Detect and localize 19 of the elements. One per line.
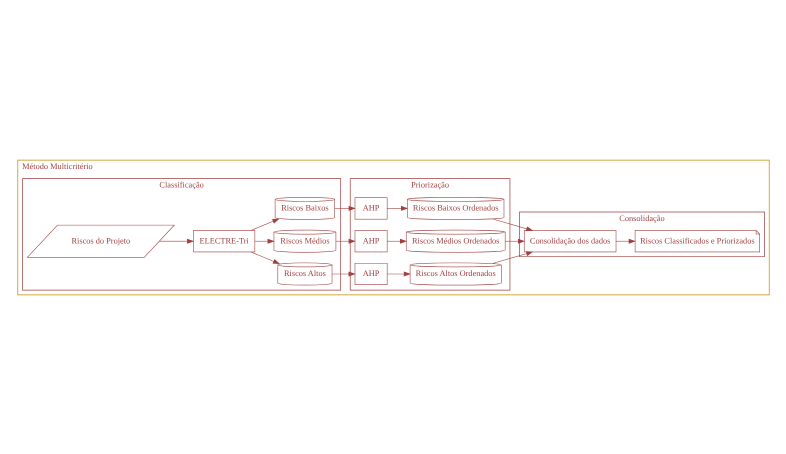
node-box: AHP [354, 230, 387, 252]
arrow [335, 238, 356, 244]
arrow [492, 250, 533, 264]
arrow [254, 238, 274, 244]
arrow [250, 218, 280, 230]
node-box: AHP [354, 196, 387, 219]
arrow [504, 238, 525, 244]
arrow [331, 270, 356, 276]
arrow [158, 238, 194, 244]
node-box: AHP [354, 262, 387, 285]
arrow [386, 238, 407, 244]
node-box: Consolidação dos dados [523, 230, 616, 252]
arrow [250, 251, 280, 264]
arrow [492, 218, 533, 231]
node-box: ELECTRE-Tri [192, 230, 255, 252]
arrow [615, 238, 636, 244]
arrow [386, 205, 408, 210]
arrow [334, 205, 356, 210]
arrow [386, 270, 410, 276]
